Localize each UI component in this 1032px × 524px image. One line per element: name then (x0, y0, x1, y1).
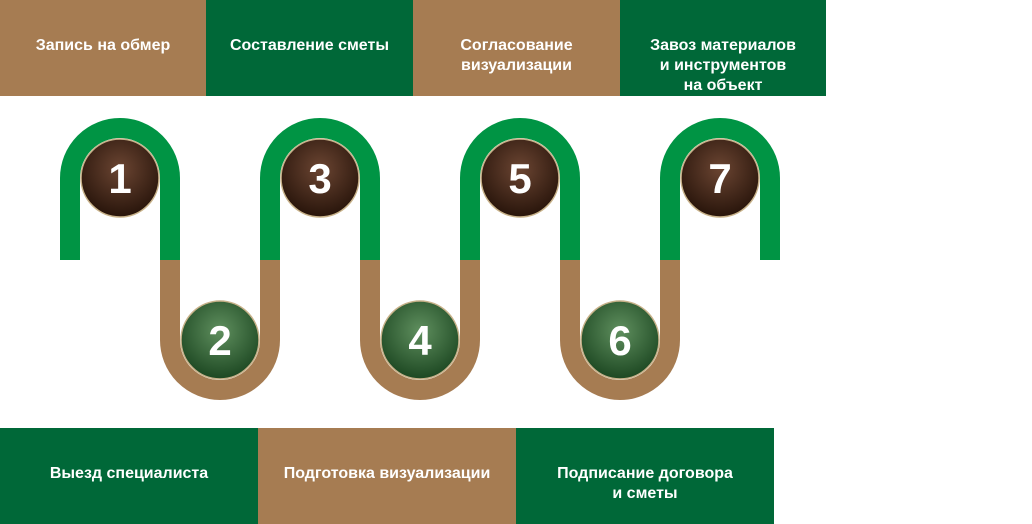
step-label-7: Завоз материалов и инструментов на объек… (650, 37, 796, 94)
path-segment-down-4 (360, 260, 480, 400)
step-box-1: Запись на обмер (0, 0, 206, 96)
path-segment-up-7 (660, 118, 780, 260)
step-box-6: Подписание договора и сметы (516, 428, 774, 524)
step-circle-6: 6 (580, 300, 660, 380)
step-box-4: Подготовка визуализации (258, 428, 516, 524)
step-label-5: Согласование визуализации (460, 37, 573, 74)
step-box-7: Завоз материалов и инструментов на объек… (620, 0, 826, 96)
step-number-2: 2 (208, 317, 231, 364)
step-number-4: 4 (408, 317, 432, 364)
step-number-3: 3 (308, 155, 331, 202)
step-circle-7: 7 (680, 138, 760, 218)
step-circle-5: 5 (480, 138, 560, 218)
step-box-2: Выезд специалиста (0, 428, 258, 524)
step-number-5: 5 (508, 155, 531, 202)
path-segment-up-5 (460, 118, 580, 260)
step-circle-1: 1 (80, 138, 160, 218)
step-label-2: Выезд специалиста (49, 465, 209, 482)
path-segment-up-3 (260, 118, 380, 260)
path-segment-down-2 (160, 260, 280, 400)
path-segment-down-6 (560, 260, 680, 400)
step-number-6: 6 (608, 317, 631, 364)
step-circle-4: 4 (380, 300, 460, 380)
step-box-3: Составление сметы (206, 0, 413, 96)
step-number-7: 7 (708, 155, 731, 202)
step-box-5: Согласование визуализации (413, 0, 620, 96)
step-label-3: Составление сметы (230, 37, 389, 54)
step-label-1: Запись на обмер (35, 37, 171, 54)
step-circle-2: 2 (180, 300, 260, 380)
step-circle-3: 3 (280, 138, 360, 218)
step-number-1: 1 (108, 155, 131, 202)
path-segment-up-1 (60, 118, 180, 260)
step-label-6: Подписание договора и сметы (557, 465, 733, 502)
step-label-4: Подготовка визуализации (283, 465, 491, 482)
